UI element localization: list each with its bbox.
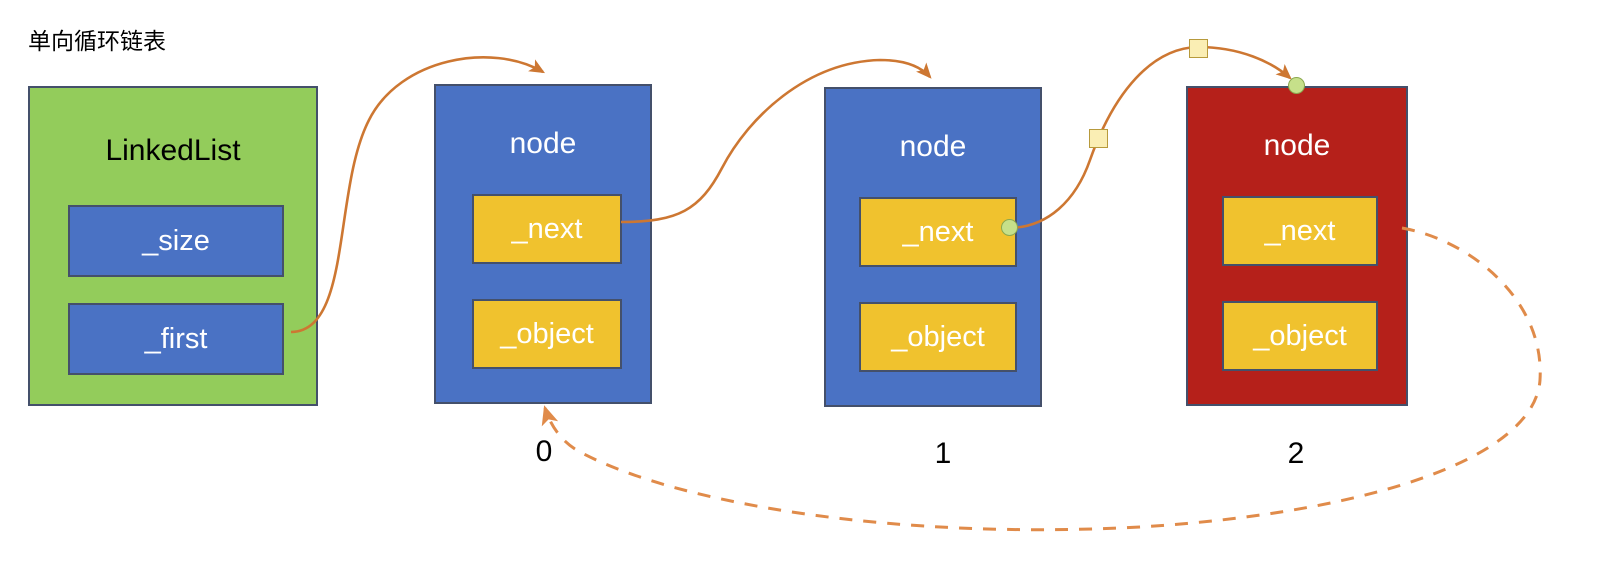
node-2-box[interactable]: node _next _object [1186,86,1408,406]
field-size-label: _size [142,224,210,257]
connector-endpoint-dot-node1-next[interactable] [1001,219,1018,236]
linkedlist-box[interactable]: LinkedList _size _first [28,86,318,406]
node-2-title: node [1263,129,1331,162]
node-0-field-next[interactable]: _next [472,194,622,264]
field-first[interactable]: _first [68,303,284,375]
node-1-field-next-label: _next [902,215,974,248]
linkedlist-title: LinkedList [105,134,241,167]
node-2-index-label: 2 [1287,437,1305,470]
node-2-field-next-label: _next [1264,214,1336,247]
node-0-title: node [509,127,577,160]
diagram-title: 单向循环链表 [28,28,166,54]
node-2-field-object[interactable]: _object [1222,301,1378,371]
node-0-field-next-label: _next [511,212,583,245]
node-1-title: node [899,130,967,163]
field-size[interactable]: _size [68,205,284,277]
node-0-index-label: 0 [535,435,553,468]
node-0-box[interactable]: node _next _object [434,84,652,404]
field-first-label: _first [144,322,208,355]
node-1-field-object-label: _object [891,320,985,353]
node-2-field-next[interactable]: _next [1222,196,1378,266]
connector-endpoint-dot-node2-top[interactable] [1288,77,1305,94]
connector-waypoint-lower[interactable] [1089,129,1108,148]
node-1-box[interactable]: node _next _object [824,87,1042,407]
node-0-field-object[interactable]: _object [472,299,622,369]
node-1-field-next[interactable]: _next [859,197,1017,267]
node-1-field-object[interactable]: _object [859,302,1017,372]
node-0-field-object-label: _object [500,317,594,350]
connector-waypoint-upper[interactable] [1189,39,1208,58]
node-2-field-object-label: _object [1253,319,1347,352]
node-1-index-label: 1 [934,437,952,470]
